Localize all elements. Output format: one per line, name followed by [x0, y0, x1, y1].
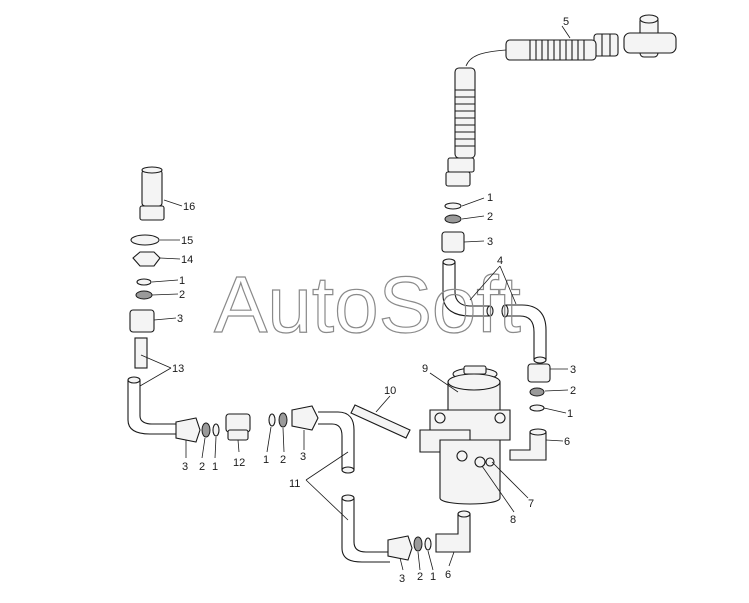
sleeve-top: [444, 214, 462, 224]
sleeve-left: [135, 290, 153, 300]
callout-3-row-bottom: 3: [399, 573, 405, 585]
callout-2-row-mid: 2: [280, 454, 286, 466]
callout-9: 9: [422, 363, 428, 375]
tube-11-upper-outer: [318, 411, 355, 470]
callout-1-top: 1: [487, 192, 493, 204]
tube-4-mid-end-b: [501, 304, 509, 318]
watermark-text: AutoSoft: [214, 260, 521, 349]
washer-15: [130, 234, 160, 246]
callout-10: 10: [384, 385, 396, 397]
sleeve-2-row-left: [201, 422, 211, 438]
sleeve-2-row-mid: [278, 412, 288, 428]
tube-13-piece: [134, 337, 148, 369]
tee-fitting: [623, 14, 677, 58]
hose-5-vertical: [445, 67, 476, 187]
callout-1-right: 1: [567, 408, 573, 420]
callout-3-row-left: 3: [182, 461, 188, 473]
tube-4-right-outer: [505, 315, 535, 360]
callout-14: 14: [181, 254, 193, 266]
callout-1-row-bottom: 1: [430, 571, 436, 583]
callout-1-left: 1: [179, 275, 185, 287]
tube-4-left-inner: [454, 262, 490, 307]
hose-5-thin-line: [465, 49, 507, 67]
callout-13: 13: [172, 363, 184, 375]
nut-3-row-left: [175, 417, 201, 443]
callout-2-row-left: 2: [199, 461, 205, 473]
tube-13-inner: [139, 380, 178, 425]
ring-1-row-left: [212, 423, 220, 437]
callout-11: 11: [289, 478, 300, 490]
callout-2-row-bottom: 2: [417, 571, 423, 583]
tube-4-right-inner: [505, 304, 547, 360]
tube-13-outer: [127, 380, 178, 435]
callout-3-top: 3: [487, 236, 493, 248]
callout-1-row-mid: 1: [263, 454, 269, 466]
tube-11-lower-inner: [353, 498, 390, 553]
ring-1-row-bottom: [424, 537, 432, 551]
valve-9: [419, 365, 511, 505]
tube-4-right-end: [533, 356, 547, 364]
tube-11-upper-end: [341, 466, 355, 474]
ring-1-row-mid: [268, 413, 276, 427]
seal-ring-top: [444, 202, 462, 210]
callout-12: 12: [233, 457, 245, 469]
callout-15: 15: [181, 235, 193, 247]
callout-5: 5: [563, 16, 569, 28]
tube-4-mid-end-a: [486, 305, 494, 317]
nut-3-row-bottom: [387, 535, 413, 561]
sleeve-right: [529, 387, 545, 397]
callout-3-right: 3: [570, 364, 576, 376]
tube-11-upper-inner: [318, 423, 343, 470]
callout-16: 16: [183, 201, 195, 213]
sleeve-2-row-bottom: [413, 536, 423, 552]
callout-2-right: 2: [570, 385, 576, 397]
tube-10: [350, 404, 411, 439]
elbow-6-right: [509, 428, 547, 461]
callout-8: 8: [510, 514, 516, 526]
callout-1-row-left: 1: [212, 461, 218, 473]
callout-3-row-mid: 3: [300, 451, 306, 463]
tube-4-left-outer: [442, 262, 490, 317]
nut-3-row-mid: [291, 405, 319, 431]
nut-left: [129, 309, 155, 333]
callout-6-right: 6: [564, 436, 570, 448]
seal-ring-right: [529, 404, 545, 412]
hose-5-corrugated: [505, 39, 597, 61]
nut-top: [441, 231, 465, 253]
callout-7: 7: [528, 498, 534, 510]
callout-4: 4: [497, 255, 503, 267]
tube-13-end: [127, 376, 141, 384]
callout-2-left: 2: [179, 289, 185, 301]
callout-3-left: 3: [177, 313, 183, 325]
connector-16: [139, 166, 165, 221]
leader-lines: [139, 25, 571, 571]
nut-right: [527, 363, 551, 383]
tube-11-lower-end: [341, 494, 355, 502]
adapter-12: [225, 413, 251, 441]
elbow-6-bottom: [435, 510, 471, 553]
callout-2-top: 2: [487, 211, 493, 223]
callout-6-bottom: 6: [445, 569, 451, 581]
tube-11-lower-outer: [341, 498, 390, 563]
hose-5-nut: [593, 33, 619, 57]
nut-14: [132, 251, 161, 267]
seal-ring-left: [136, 278, 152, 286]
tube-4-left-end: [442, 258, 456, 266]
